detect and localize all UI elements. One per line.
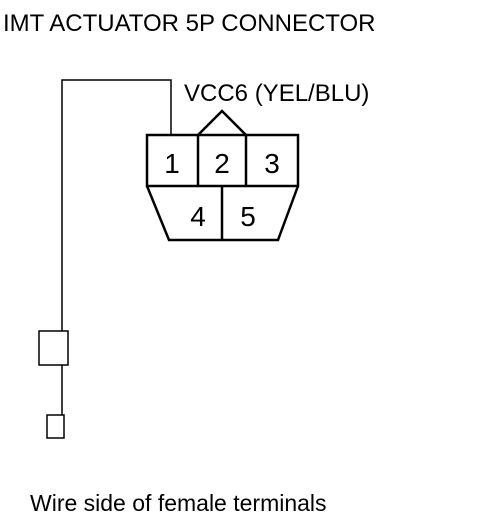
pin-3-label: 3 bbox=[264, 148, 280, 179]
probe-tip-upper bbox=[38, 330, 69, 366]
pin-4-label: 4 bbox=[190, 201, 206, 232]
connector-housing bbox=[145, 109, 300, 242]
probe-tip-lower bbox=[46, 414, 65, 439]
pin-1-label: 1 bbox=[164, 148, 180, 179]
lower-row bbox=[145, 185, 300, 242]
caption: Wire side of female terminals bbox=[30, 490, 327, 516]
wire-label: VCC6 (YEL/BLU) bbox=[184, 80, 369, 107]
pin-2-label: 2 bbox=[214, 148, 230, 179]
lock-tab bbox=[197, 109, 247, 136]
diagram-title: IMT ACTUATOR 5P CONNECTOR bbox=[3, 10, 376, 37]
test-lead-wire bbox=[61, 79, 172, 331]
pin-5-label: 5 bbox=[240, 201, 256, 232]
